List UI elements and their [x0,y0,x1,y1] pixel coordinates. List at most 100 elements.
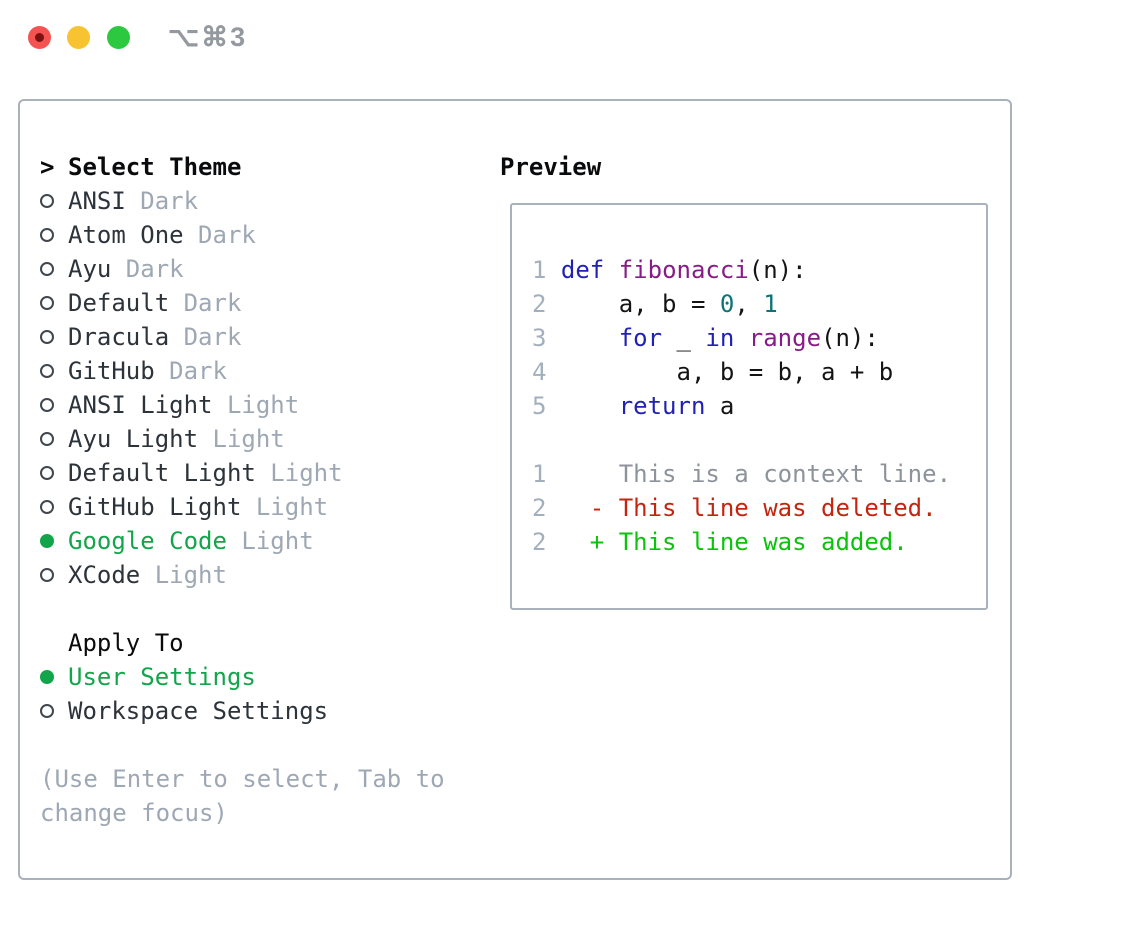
apply-to-header: Apply To [40,626,480,660]
code-line: 5 return a [532,389,986,423]
radio-cell [40,500,68,514]
line-number: 1 [532,256,561,284]
apply-to-label: User Settings [68,663,256,691]
select-theme-header: >Select Theme [40,150,480,184]
code-token: a, b = b, a + b [560,358,894,386]
theme-name: Dracula [68,323,170,351]
radio-icon [40,466,54,480]
theme-name: ANSI [68,187,126,215]
code-line: 4 a, b = b, a + b [532,355,986,389]
code-token: a [705,392,735,420]
apply-to-option[interactable]: Workspace Settings [40,694,480,728]
diff-text: This is a context line. [546,460,952,488]
titlebar: ⌥⌘3 [0,0,1140,74]
close-button-dot [35,33,44,42]
radio-icon [40,568,54,582]
zoom-button[interactable] [107,26,130,49]
close-button[interactable] [28,26,51,49]
code-token [561,392,619,420]
theme-option[interactable]: Default Light Light [40,456,480,490]
theme-name: Default Light [68,459,256,487]
radio-cell [40,296,68,310]
code-token: def [560,256,605,284]
line-number: 5 [532,392,561,420]
theme-name: GitHub Light [68,493,242,521]
preview-title: Preview [500,153,602,181]
radio-icon [40,262,54,276]
theme-name: Google Code [68,527,227,555]
theme-variant: Dark [169,289,242,317]
radio-selected-icon [40,534,54,548]
apply-to-option[interactable]: User Settings [40,660,480,694]
minimize-button[interactable] [67,26,90,49]
code-line: 1 def fibonacci(n): [532,253,986,287]
line-number: 3 [532,324,561,352]
theme-option[interactable]: Dracula Dark [40,320,480,354]
theme-variant: Dark [125,187,199,215]
radio-cell [40,398,68,412]
code-line: 3 for _ in range(n): [532,321,986,355]
radio-icon [40,432,54,446]
theme-name: Default [68,289,170,317]
theme-variant: Light [140,561,227,589]
blank-code-line [532,423,986,457]
theme-option[interactable]: Default Dark [40,286,480,320]
line-number: 2 [532,494,547,522]
theme-option[interactable]: GitHub Light Light [40,490,480,524]
theme-variant: Dark [183,221,256,249]
code-token: , [734,290,764,318]
theme-option[interactable]: Ayu Dark [40,252,480,286]
radio-icon [40,704,54,718]
code-token: _ [662,324,706,352]
code-token [604,256,618,284]
diff-text: - This line was deleted. [546,494,937,522]
line-number: 2 [532,290,561,318]
diff-text: + This line was added. [546,528,908,556]
theme-name: ANSI Light [68,391,213,419]
radio-icon [40,296,54,310]
code-token: range [748,324,822,352]
code-token: for [618,324,663,352]
apply-to-label: Workspace Settings [68,697,329,725]
theme-option[interactable]: Atom One Dark [40,218,480,252]
radio-icon [40,500,54,514]
diff-line: 2 + This line was added. [532,525,986,559]
theme-variant: Dark [111,255,184,283]
theme-option[interactable]: ANSI Light Light [40,388,480,422]
radio-selected-icon [40,670,54,684]
theme-option[interactable]: ANSI Dark [40,184,480,218]
line-number: 1 [532,460,547,488]
theme-variant: Dark [169,323,242,351]
theme-option[interactable]: GitHub Dark [40,354,480,388]
theme-option[interactable]: Ayu Light Light [40,422,480,456]
code-token: (n): [821,324,879,352]
radio-icon [40,364,54,378]
radio-cell [40,466,68,480]
radio-cell [40,432,68,446]
theme-option[interactable]: Google Code Light [40,524,480,558]
line-number: 2 [532,528,547,556]
theme-name: GitHub [68,357,155,385]
theme-option[interactable]: XCode Light [40,558,480,592]
radio-cell [40,364,68,378]
radio-icon [40,398,54,412]
code-token: return [618,392,706,420]
code-token: in [705,324,735,352]
window-shortcut-label: ⌥⌘3 [168,22,248,52]
theme-name: Ayu [68,255,112,283]
code-token: 1 [763,290,778,318]
radio-cell [40,262,68,276]
theme-variant: Light [255,459,343,487]
code-token [561,324,619,352]
line-number: 4 [532,358,561,386]
theme-variant: Light [212,391,300,419]
theme-variant: Light [241,493,329,521]
radio-cell [40,568,68,582]
theme-variant: Dark [154,357,227,385]
spacer [40,728,480,762]
